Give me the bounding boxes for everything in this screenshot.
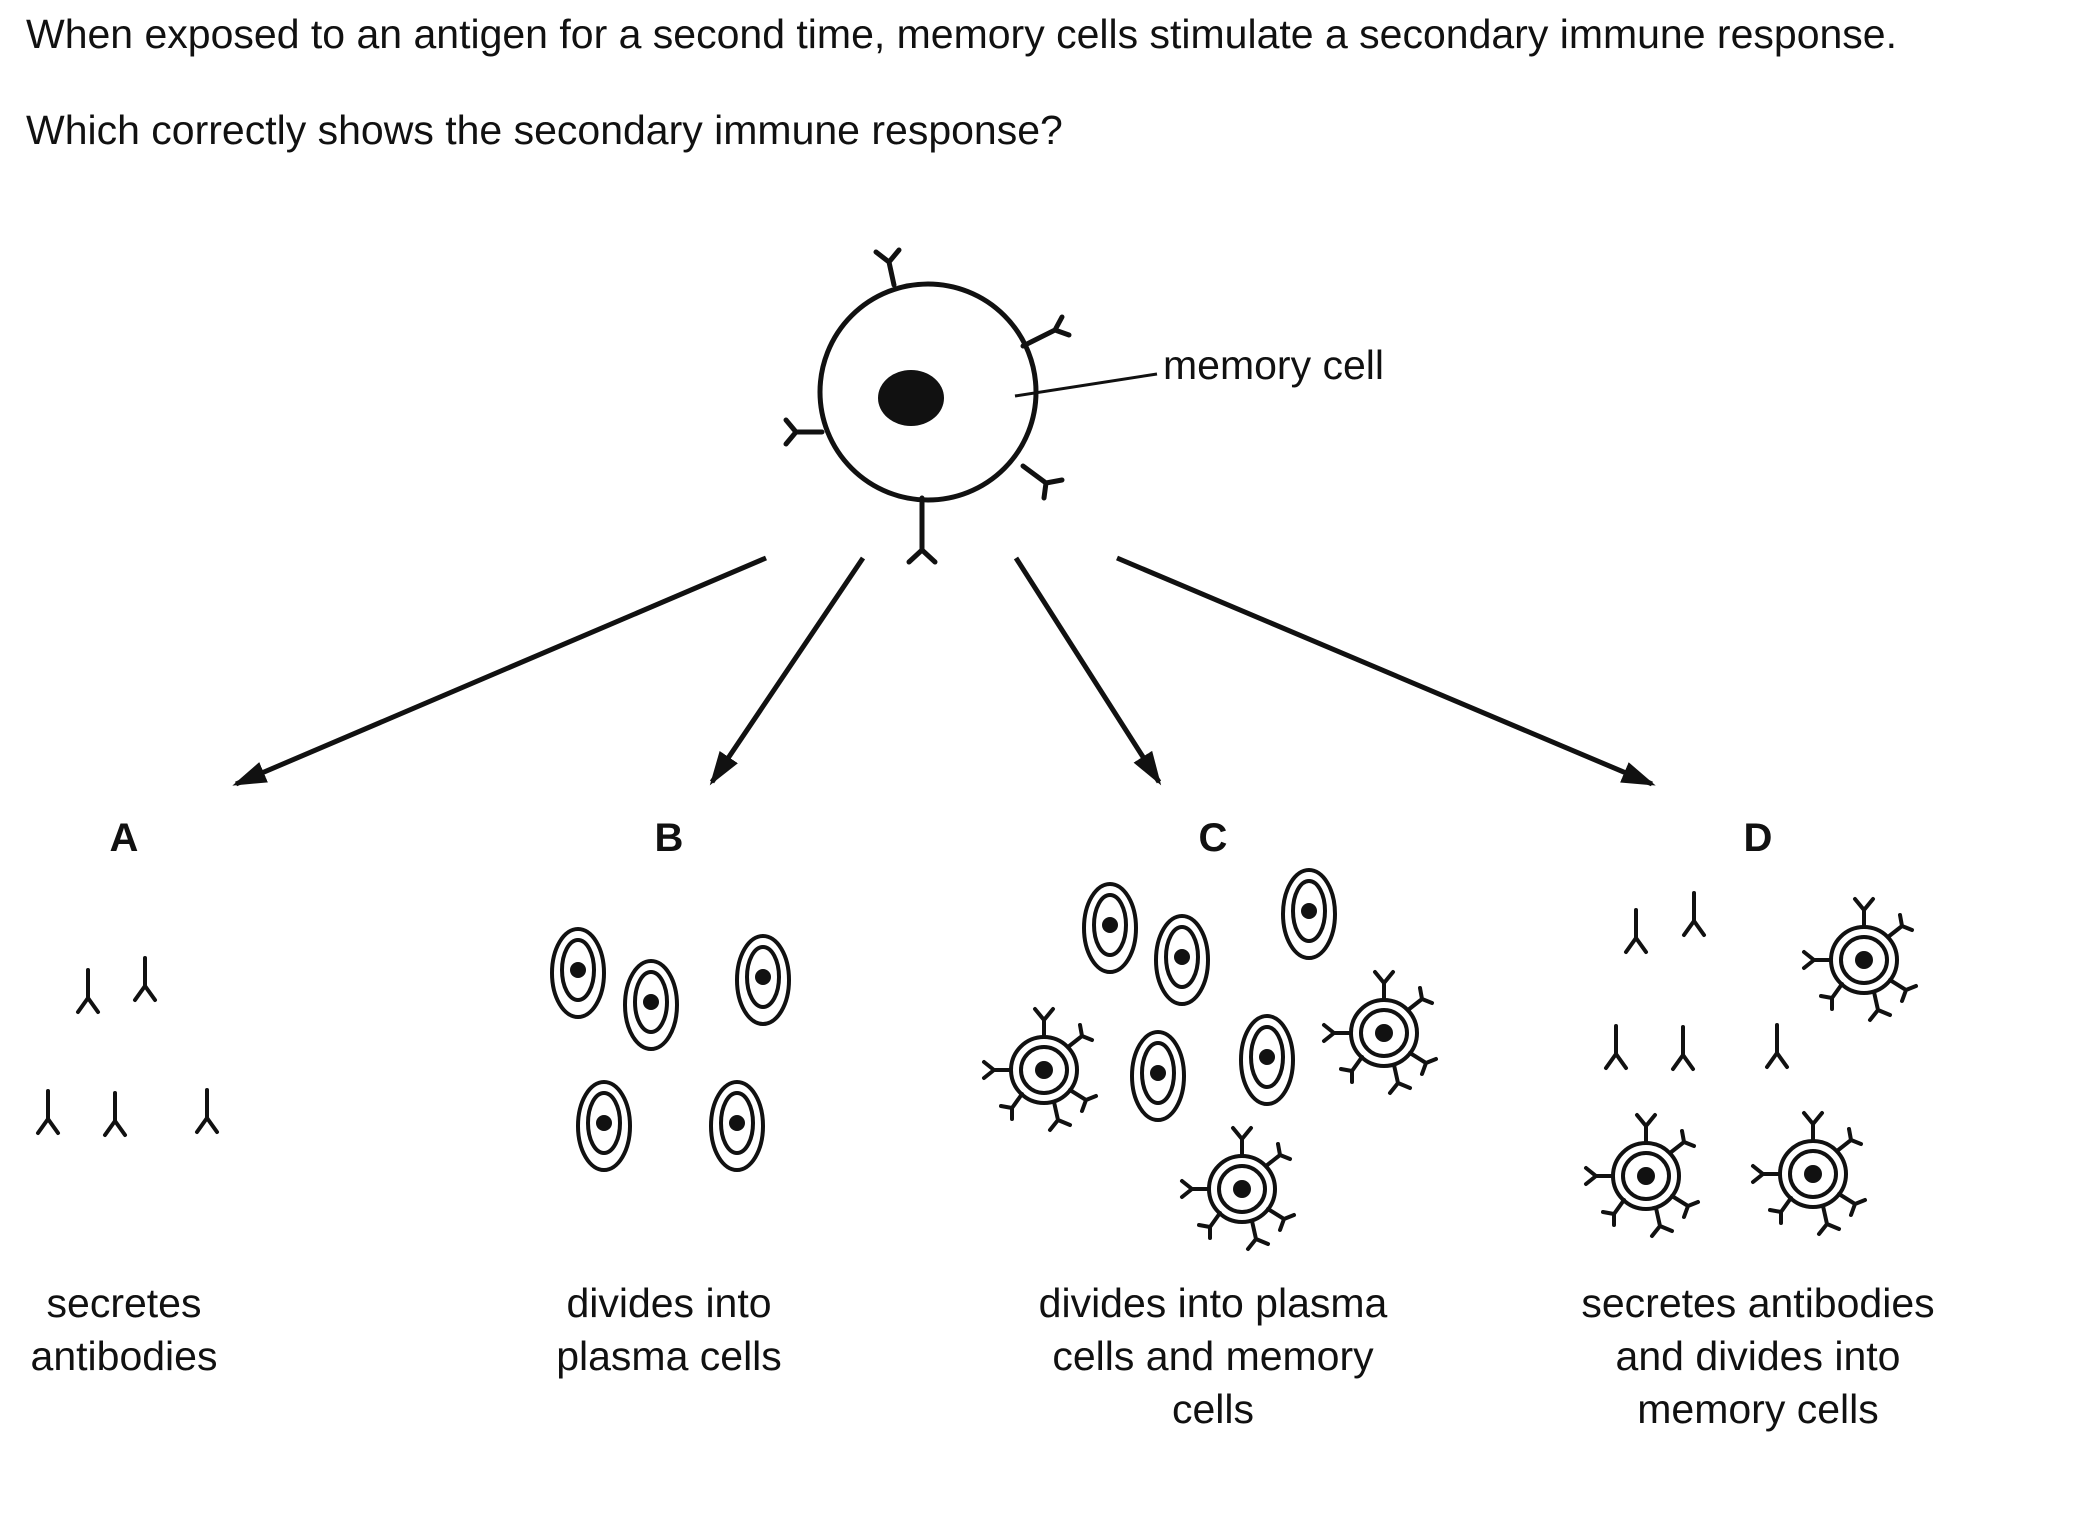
memory-cell-label: memory cell xyxy=(1163,342,1384,388)
antibody-icon xyxy=(1604,1024,1628,1070)
plasma-cell-icon xyxy=(550,927,606,1019)
question-stem-text: When exposed to an antigen for a second … xyxy=(26,11,1897,57)
option-c-caption: divides into plasma cells and memory cel… xyxy=(1038,1280,1388,1432)
antibody-icon xyxy=(36,1089,60,1135)
antibody-icon xyxy=(1682,891,1706,937)
memory-cell-icon xyxy=(783,247,1072,565)
antibody-icon xyxy=(1671,1025,1695,1071)
plasma-cell-icon xyxy=(1082,882,1138,974)
arrow-icon xyxy=(232,555,767,787)
memory-cell-icon xyxy=(1322,970,1438,1095)
plasma-cell-icon xyxy=(735,934,791,1026)
option-b-letter[interactable]: B xyxy=(654,816,684,860)
plasma-cell-icon xyxy=(1154,914,1210,1006)
memory-cell-icon xyxy=(1802,897,1918,1022)
option-d-caption: secretes antibodies and divides into mem… xyxy=(1581,1280,1935,1432)
arrow-icon xyxy=(709,556,866,786)
plasma-cell-icon xyxy=(576,1080,632,1172)
memory-cell-icon xyxy=(1751,1111,1867,1236)
option-c-letter[interactable]: C xyxy=(1198,816,1228,860)
option-a-letter[interactable]: A xyxy=(109,816,139,860)
memory-cell-label-line xyxy=(1014,372,1158,398)
arrow-icon xyxy=(1013,556,1162,786)
antibody-icon xyxy=(1765,1023,1789,1069)
antibody-icon xyxy=(103,1091,127,1137)
option-b-contents xyxy=(550,927,791,1172)
plasma-cell-icon xyxy=(709,1080,765,1172)
option-b-caption: divides into plasma cells xyxy=(556,1280,782,1379)
arrow-icon xyxy=(1116,555,1656,787)
memory-cell-icon xyxy=(1180,1126,1296,1251)
option-d-contents xyxy=(1584,891,1918,1238)
memory-cell-icon xyxy=(982,1007,1098,1132)
antibody-icon xyxy=(76,968,100,1014)
question-stem: When exposed to an antigen for a second … xyxy=(26,8,2016,156)
plasma-cell-icon xyxy=(623,959,679,1051)
memory-cell-icon xyxy=(1584,1113,1700,1238)
option-c-contents xyxy=(982,868,1438,1251)
option-d-letter[interactable]: D xyxy=(1743,816,1773,860)
antibody-icon xyxy=(195,1088,219,1134)
plasma-cell-icon xyxy=(1130,1030,1186,1122)
plasma-cell-icon xyxy=(1239,1014,1295,1106)
option-a-caption: secretes antibodies xyxy=(30,1280,218,1379)
antibody-icon xyxy=(133,956,157,1002)
plasma-cell-icon xyxy=(1281,868,1337,960)
question-prompt: Which correctly shows the secondary immu… xyxy=(26,107,1063,153)
antibody-icon xyxy=(1624,908,1648,954)
option-a-contents xyxy=(36,956,219,1137)
